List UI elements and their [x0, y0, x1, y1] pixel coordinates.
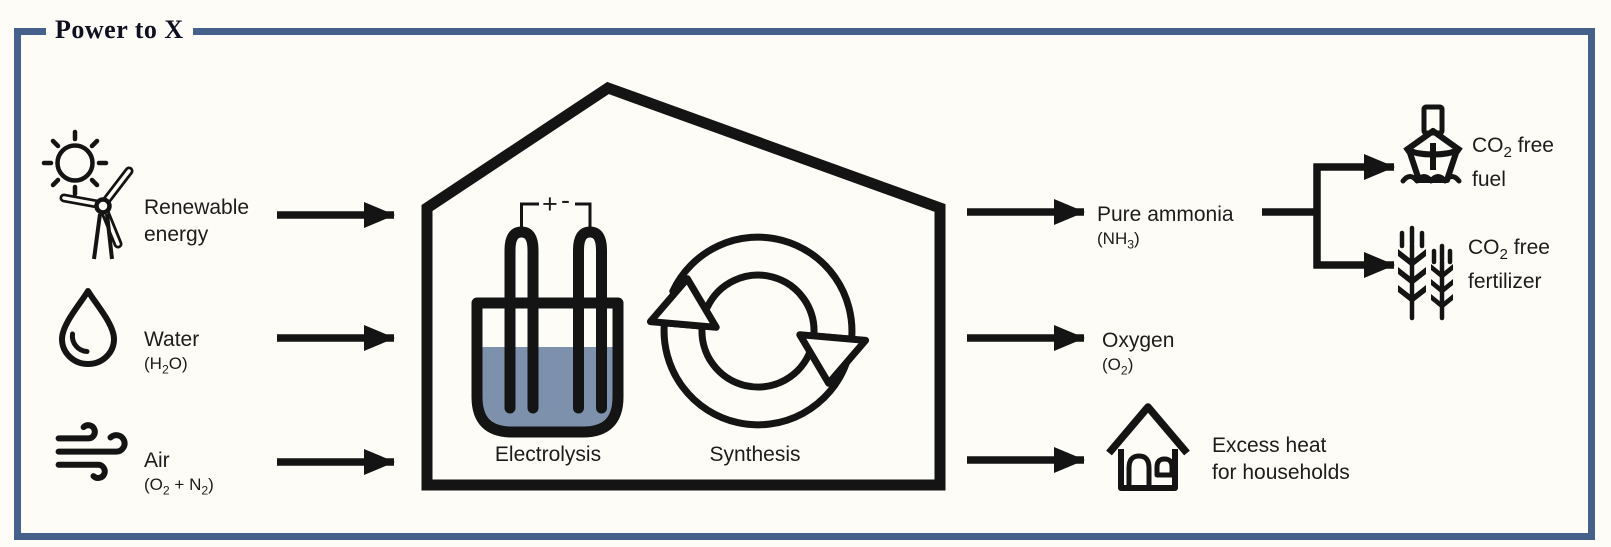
electrolyte-liquid	[482, 347, 613, 427]
water-formula: (H2O)	[144, 354, 188, 377]
air-label: Air (O2 + N2)	[144, 449, 214, 500]
oxygen-label: Oxygen (O2)	[1102, 329, 1174, 380]
co2-free-fuel-label: CO2 free fuel	[1472, 132, 1554, 193]
synthesis-icon	[646, 233, 870, 429]
air-formula: (O2 + N2)	[144, 475, 214, 498]
water-label: Water (H2O)	[144, 328, 199, 379]
heat-line1: Excess heat	[1212, 434, 1327, 457]
wind-turbine-icon	[59, 166, 134, 260]
electrolysis-icon: + -	[471, 185, 624, 438]
synthesis-label: Synthesis	[709, 443, 801, 466]
fuel-line1: CO2 free	[1472, 134, 1554, 162]
air-name: Air	[144, 449, 170, 472]
fertilizer-line2: fertilizer	[1468, 270, 1542, 294]
fertilizer-line1: CO2 free	[1468, 236, 1550, 264]
ship-icon	[1400, 104, 1463, 184]
oxygen-formula: (O2)	[1102, 355, 1134, 378]
electrode-minus-label: -	[561, 185, 570, 215]
renewable-line2: energy	[144, 223, 209, 246]
fuel-line2: fuel	[1472, 168, 1506, 192]
electrode-wires	[520, 202, 592, 233]
diagram-frame	[14, 28, 1595, 540]
ammonia-label: Pure ammonia (NH3)	[1097, 203, 1234, 254]
water-name: Water	[144, 328, 200, 351]
heat-line2: for households	[1212, 461, 1350, 484]
oxygen-name: Oxygen	[1102, 329, 1175, 352]
electrolysis-beaker	[471, 297, 624, 438]
renewable-line1: Renewable	[144, 196, 250, 219]
wheat-icon	[1398, 225, 1453, 321]
water-drop-icon	[59, 288, 117, 367]
electrode-plus-label: +	[542, 189, 558, 219]
electrolysis-label: Electrolysis	[494, 443, 602, 466]
house-icon	[1106, 403, 1190, 491]
renewable-energy-label: Renewable energy	[144, 194, 249, 248]
input-arrows	[277, 202, 395, 475]
output-arrows	[967, 199, 1085, 473]
diagram-title: Power to X	[46, 15, 193, 45]
co2-free-fertilizer-label: CO2 free fertilizer	[1468, 234, 1550, 295]
wind-icon	[55, 422, 128, 481]
sun-icon	[41, 129, 109, 197]
ammonia-formula: (NH3)	[1097, 229, 1140, 252]
excess-heat-label: Excess heat for households	[1212, 432, 1350, 486]
ammonia-branch	[1262, 154, 1395, 278]
ammonia-name: Pure ammonia	[1097, 203, 1234, 226]
